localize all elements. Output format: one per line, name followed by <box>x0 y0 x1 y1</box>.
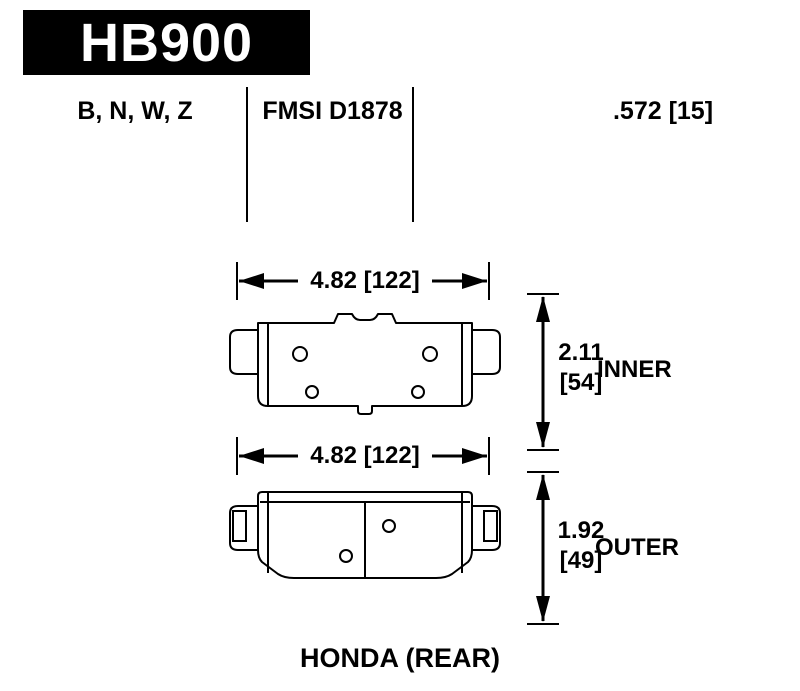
outer-height-dimension <box>527 470 561 626</box>
inner-height-value: 2.11 [54] <box>550 338 612 398</box>
pad-thickness: .572 [15] <box>612 97 714 125</box>
outer-height-inches: 1.92 <box>557 517 605 544</box>
inner-height-dimension <box>527 292 561 452</box>
inner-pad-drawing <box>229 313 501 415</box>
compound-codes: B, N, W, Z <box>77 97 193 125</box>
part-number: HB900 <box>79 12 254 73</box>
outer-width-value: 4.82 [122] <box>310 442 420 469</box>
application-label: HONDA (REAR) <box>300 643 500 673</box>
part-number-box: HB900 <box>23 10 310 75</box>
height-arrow-icon <box>527 293 559 451</box>
inner-height-inches: 2.11 <box>558 339 604 366</box>
inner-width-value: 4.82 [122] <box>310 267 420 294</box>
inner-height-mm: [54] <box>559 369 603 396</box>
height-arrow-icon <box>527 471 559 625</box>
fmsi-number: FMSI D1878 <box>262 97 403 125</box>
outer-height-value: 1.92 [49] <box>550 516 612 576</box>
outer-height-mm: [49] <box>559 547 603 574</box>
width-arrow-icon <box>236 262 490 300</box>
outer-width-dimension: 4.82 [122] <box>226 437 504 475</box>
header-divider <box>246 87 248 222</box>
inner-width-dimension: 4.82 [122] <box>226 262 504 300</box>
outer-pad-drawing <box>229 491 501 579</box>
width-arrow-icon <box>236 437 490 475</box>
outer-label: OUTER <box>595 534 679 561</box>
header-divider <box>412 87 414 222</box>
inner-label: INNER <box>597 356 672 383</box>
